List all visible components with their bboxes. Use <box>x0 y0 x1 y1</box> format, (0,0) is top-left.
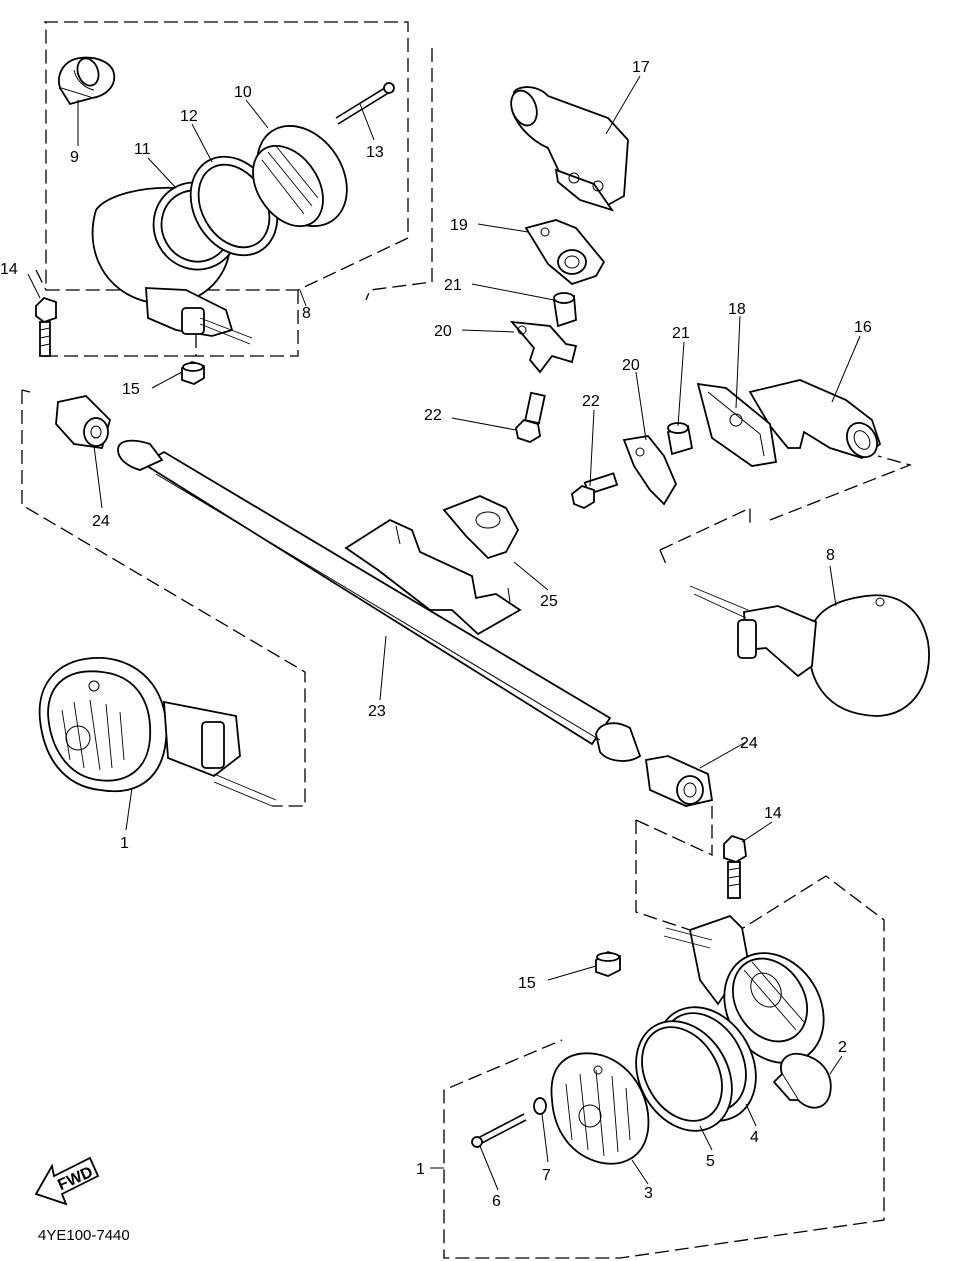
collar-21-lower-icon <box>666 422 694 456</box>
ring-5-icon <box>635 1020 733 1132</box>
callout-labels: 9 11 12 10 13 14 8 15 17 19 21 20 22 22 … <box>0 59 872 1210</box>
callout-1-left: 1 <box>120 835 129 852</box>
callout-20-lower: 20 <box>622 357 640 374</box>
drawing-code: 4YE100-7440 <box>38 1227 130 1244</box>
bracket-17-icon <box>510 86 629 212</box>
leader-lines <box>27 75 861 1191</box>
lens-3-icon <box>550 1052 650 1165</box>
washer-7-icon <box>533 1097 547 1115</box>
bulb-2-icon <box>772 1052 832 1109</box>
callout-1-right: 1 <box>416 1161 425 1178</box>
callout-2: 2 <box>838 1039 847 1056</box>
callout-5: 5 <box>706 1153 715 1170</box>
callout-10: 10 <box>234 84 252 101</box>
callout-12: 12 <box>180 108 198 125</box>
callout-22-lower: 22 <box>582 393 600 410</box>
callout-7: 7 <box>542 1167 551 1184</box>
bolt-14-left-icon <box>35 296 57 357</box>
bolt-22-lower-icon <box>571 472 619 510</box>
callout-16: 16 <box>854 319 872 336</box>
housing-10-icon <box>252 125 348 228</box>
turn-signal-upper-left <box>58 56 395 345</box>
bulb-9-icon <box>58 56 116 106</box>
callout-17: 17 <box>632 59 650 76</box>
plate-18-icon <box>696 382 778 467</box>
callout-25: 25 <box>540 593 558 610</box>
callout-11: 11 <box>134 141 151 158</box>
bolt-22-upper-icon <box>515 391 546 443</box>
bracket-20-lower-icon <box>622 435 678 506</box>
group-outlines <box>21 21 913 1259</box>
screw-13-icon <box>335 82 395 125</box>
callout-21-upper: 21 <box>444 277 462 294</box>
plate-19-icon <box>524 219 606 286</box>
callout-3: 3 <box>644 1185 653 1202</box>
callout-15-left: 15 <box>122 381 140 398</box>
bracket-16-icon <box>748 379 882 459</box>
bolt-14-right-icon <box>723 834 747 899</box>
callout-6: 6 <box>492 1193 501 1210</box>
callout-14-right: 14 <box>764 805 782 822</box>
callout-23: 23 <box>368 703 386 720</box>
callout-8-right: 8 <box>826 547 835 564</box>
callout-18: 18 <box>728 301 746 318</box>
shaft-23-icon <box>117 439 642 762</box>
callout-20-upper: 20 <box>434 323 452 340</box>
callout-15-right: 15 <box>518 975 536 992</box>
lens-8-right-icon <box>689 585 930 717</box>
nut-15-left-icon <box>181 361 205 385</box>
callout-24-left: 24 <box>92 513 110 530</box>
turn-signal-1-left-icon <box>38 657 277 807</box>
grommet-24-left-icon <box>55 395 112 450</box>
housing-right-icon <box>663 914 825 1064</box>
callout-9: 9 <box>70 149 79 166</box>
collar-21-upper-icon <box>552 292 577 328</box>
screw-6-icon <box>471 1113 527 1148</box>
callout-24-right: 24 <box>740 735 758 752</box>
callout-4: 4 <box>750 1129 759 1146</box>
fwd-arrow-icon: FWD <box>34 1156 100 1206</box>
turn-signal-1-right-exploded <box>471 914 832 1165</box>
callout-22-upper: 22 <box>424 407 442 424</box>
nut-15-right-icon <box>595 951 621 977</box>
callout-14-left: 14 <box>0 261 18 278</box>
callout-8-left: 8 <box>302 305 311 322</box>
callout-21-lower: 21 <box>672 325 690 342</box>
grommet-24-right-icon <box>644 755 714 807</box>
bracket-20-upper-icon <box>509 320 578 374</box>
callout-19: 19 <box>450 217 468 234</box>
callout-13: 13 <box>366 144 384 161</box>
